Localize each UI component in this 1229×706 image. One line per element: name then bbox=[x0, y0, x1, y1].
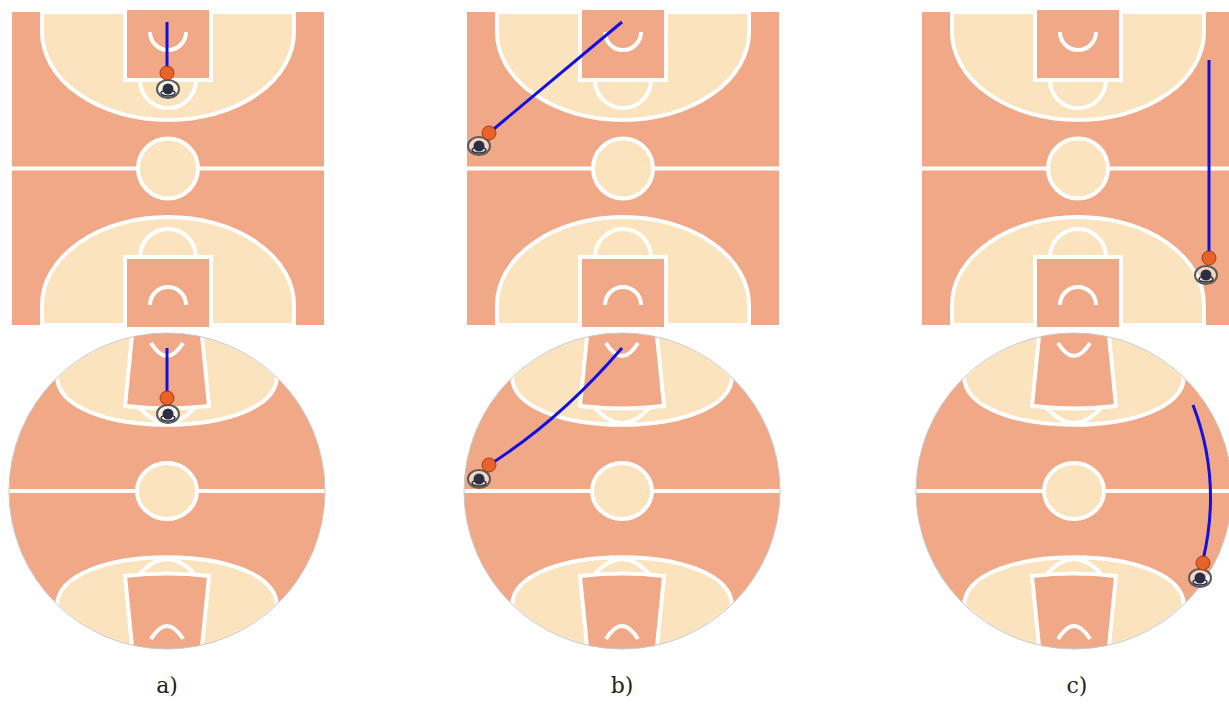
fisheye-court bbox=[914, 326, 1229, 656]
trajectory bbox=[167, 22, 1211, 560]
panel-label: b) bbox=[611, 674, 634, 698]
court bbox=[922, 8, 1229, 329]
panel-label: c) bbox=[1067, 674, 1088, 698]
fisheye-court bbox=[7, 326, 327, 656]
fisheye-court bbox=[462, 326, 782, 656]
court bbox=[12, 8, 324, 329]
player-icon bbox=[157, 80, 1217, 587]
court bbox=[467, 8, 779, 329]
panel-label: a) bbox=[156, 674, 178, 698]
ball bbox=[160, 66, 1216, 570]
